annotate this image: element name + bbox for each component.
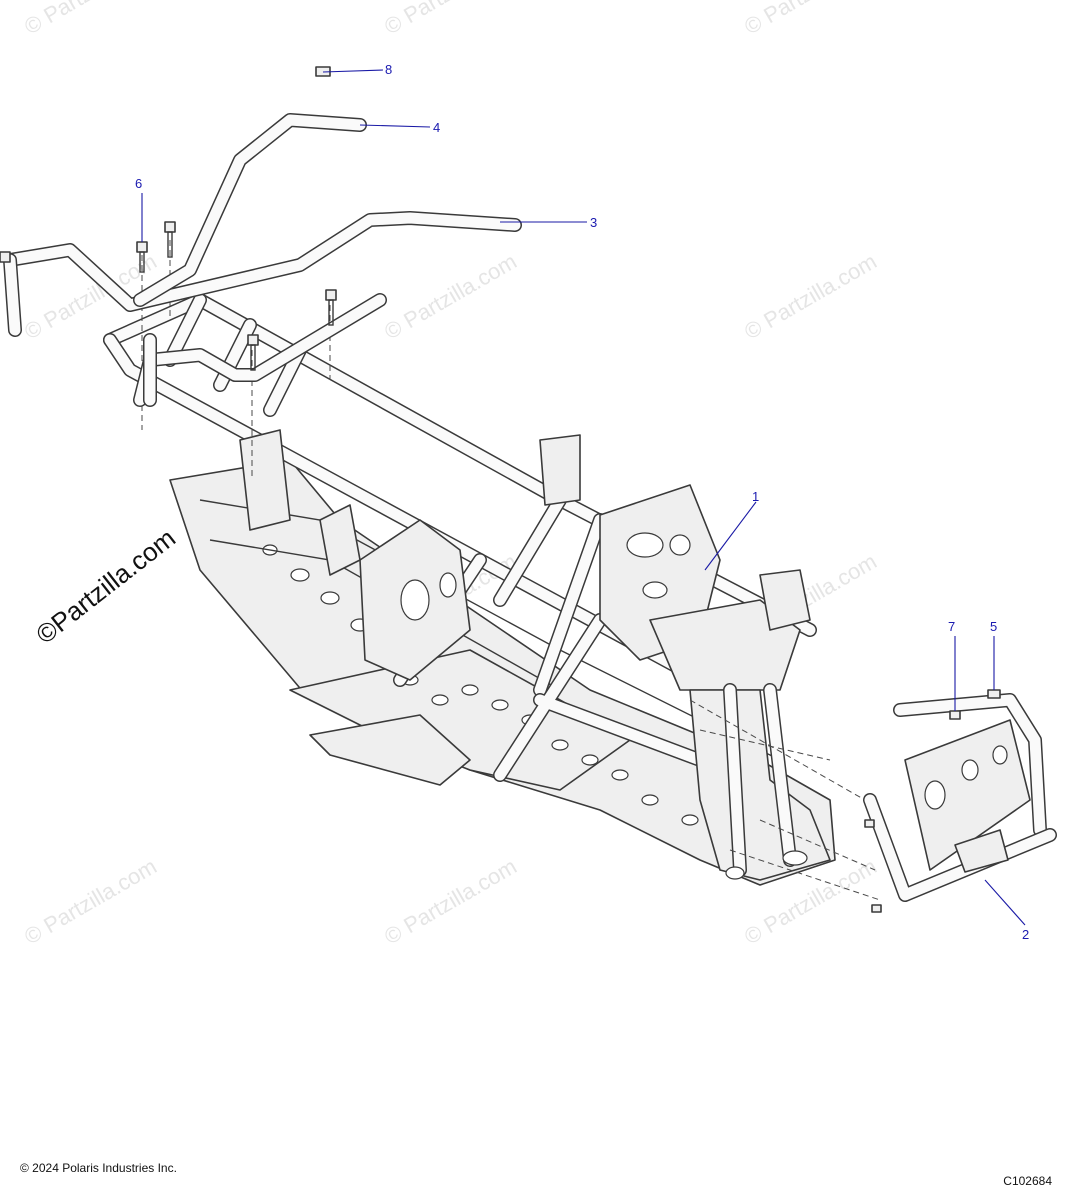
callout-3: 3 [500, 215, 597, 230]
watermark: © Partzilla.com [740, 0, 881, 39]
diagram-code: C102684 [1003, 1174, 1052, 1188]
callout-6-label: 6 [135, 176, 142, 191]
front-section [689, 683, 831, 881]
watermark: © Partzilla.com [20, 854, 161, 950]
callout-1-label: 1 [752, 489, 759, 504]
callout-4-label: 4 [433, 120, 440, 135]
callout-2-label: 2 [1022, 927, 1029, 942]
fasteners [136, 66, 1001, 913]
callout-6: 6 [135, 176, 143, 242]
copyright-notice: © 2024 Polaris Industries Inc. [20, 1161, 177, 1175]
callout-8: 8 [322, 62, 392, 77]
part-2-bumper [863, 693, 1057, 902]
watermark: © Partzilla.com [380, 854, 521, 950]
watermark: © Partzilla.com [20, 0, 161, 39]
callout-2: 2 [984, 879, 1029, 942]
callout-7: 7 [948, 619, 956, 711]
callout-5: 5 [990, 619, 997, 690]
part-6-bolt-icon [136, 241, 148, 253]
callout-5-label: 5 [990, 619, 997, 634]
callout-3-label: 3 [590, 215, 597, 230]
callout-1: 1 [704, 489, 759, 571]
part-5-bolt-icon [987, 689, 1001, 699]
watermark: © Partzilla.com [380, 0, 521, 39]
part-4-rail [133, 113, 367, 407]
callout-4: 4 [359, 120, 440, 135]
watermark: © Partzilla.com [380, 249, 521, 345]
callout-7-label: 7 [948, 619, 955, 634]
brand-mark: ©Partzilla.com [30, 523, 181, 650]
callout-8-label: 8 [385, 62, 392, 77]
center-tower [599, 484, 811, 691]
part-7-nut-icon [949, 710, 961, 720]
watermark: © Partzilla.com [740, 249, 881, 345]
